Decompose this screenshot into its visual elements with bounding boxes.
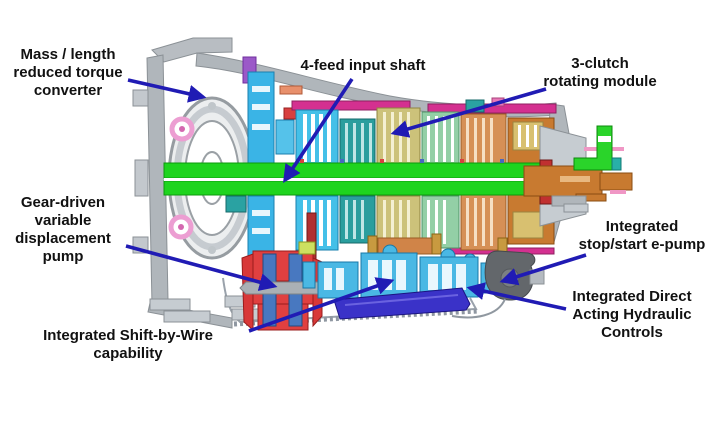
label-displacement-pump-line: displacement (15, 230, 111, 247)
label-stop-start-epump-line: stop/start e-pump (578, 236, 706, 253)
label-torque-converter-line: converter (33, 82, 103, 99)
label-stop-start-epump-line: Integrated (605, 218, 679, 235)
label-rotating-module-line: 3-clutch (571, 55, 629, 72)
label-input-shaft: 4-feed input shaft (300, 57, 425, 75)
input-shaft-graphic (163, 159, 569, 196)
label-shift-by-wire-line: capability (93, 345, 163, 362)
label-hydraulic-controls-line: Acting Hydraulic (572, 306, 692, 323)
label-displacement-pump-line: pump (42, 248, 84, 265)
label-displacement-pump-line: Gear-driven (20, 194, 106, 211)
label-rotating-module-line: rotating module (543, 73, 657, 90)
label-displacement-pump-line: variable (34, 212, 92, 229)
label-hydraulic-controls-line: Controls (601, 324, 663, 341)
label-shift-by-wire-line: Integrated Shift-by-Wire (43, 327, 213, 344)
label-input-shaft-line: 4-feed input shaft (300, 57, 426, 74)
label-torque-converter-line: reduced torque (13, 64, 123, 81)
label-hydraulic-controls-line: Integrated Direct (572, 288, 692, 305)
output-shaft-graphic (523, 125, 633, 227)
label-torque-converter-line: Mass / length (20, 46, 116, 63)
